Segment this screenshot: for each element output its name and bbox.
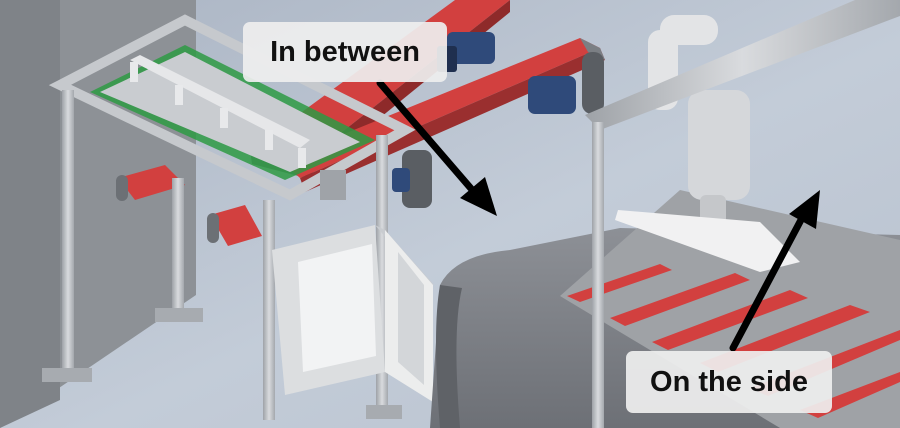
foot-2 <box>155 308 203 322</box>
motor-lower <box>392 168 410 192</box>
pulley-housing <box>582 52 604 114</box>
label-on-the-side: On the side <box>626 351 832 413</box>
electrical-cabinet <box>272 225 434 402</box>
motor-upper <box>447 32 495 64</box>
foot-3 <box>366 405 402 419</box>
motor-middle <box>528 76 576 114</box>
arrow-down-right-icon <box>376 79 497 216</box>
frame-leg-1 <box>62 90 74 375</box>
left-wall-shade <box>0 0 60 428</box>
frame-leg-2 <box>172 178 184 318</box>
foot-1 <box>42 368 92 382</box>
roller-end <box>402 150 432 208</box>
front-frame <box>48 14 416 201</box>
lower-left-conveyor <box>116 165 185 201</box>
label-in-between: In between <box>243 22 447 82</box>
frame-leg-3 <box>263 200 275 420</box>
right-overhead-frame <box>585 0 900 428</box>
robot-gripper <box>615 15 800 272</box>
lower-right-conveyor <box>207 205 262 246</box>
arrow-up-right-icon <box>729 190 820 352</box>
